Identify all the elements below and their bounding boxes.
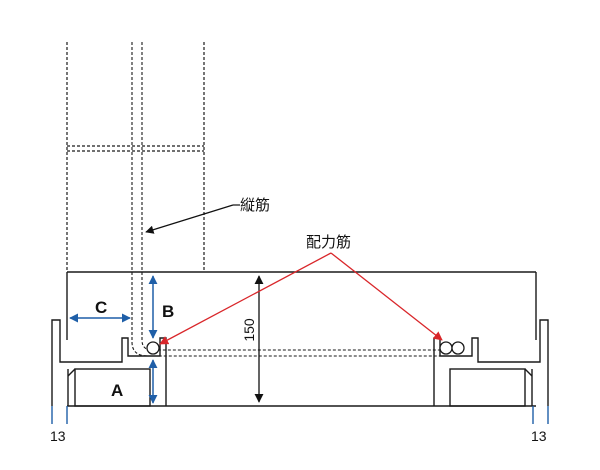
dimension-13-right-label: 13 xyxy=(531,428,547,444)
vertical-bar-label: 縦筋 xyxy=(240,197,270,214)
right-form-block xyxy=(433,319,549,407)
dimension-13-left-label: 13 xyxy=(50,428,66,444)
dimension-b-label: B xyxy=(162,302,174,321)
main-bar-label: 配力筋 xyxy=(306,234,351,251)
main-bar-leader-left xyxy=(159,252,332,345)
dimension-c-label: C xyxy=(95,298,107,317)
dimension-a-label: A xyxy=(111,381,123,400)
main-bar-leader-right xyxy=(330,252,443,341)
main-rebar-circles xyxy=(146,341,465,355)
left-form-block xyxy=(51,319,167,407)
vertical-bar-leader xyxy=(145,204,234,234)
footing-body xyxy=(66,271,537,407)
wall-outline xyxy=(66,42,205,272)
dimension-13-left xyxy=(51,406,68,424)
dimension-150-label: 150 xyxy=(241,318,257,342)
dimension-13-right xyxy=(532,406,549,424)
vertical-rebar xyxy=(131,42,440,357)
